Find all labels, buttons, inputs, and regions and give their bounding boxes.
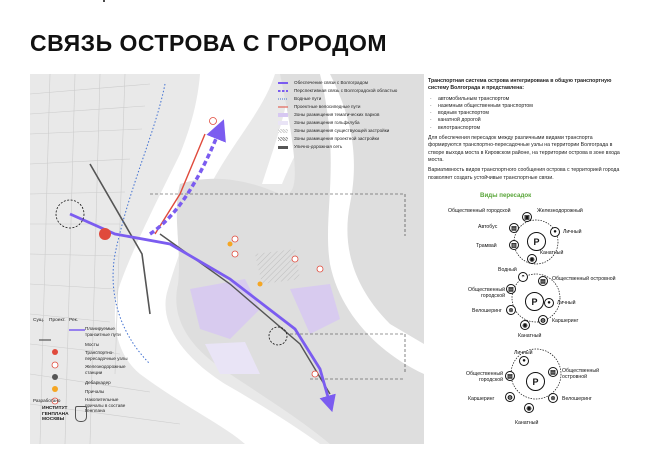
legend-row: Мосты	[85, 342, 100, 347]
legend-item-bike: Проектные велосипедные пути	[278, 104, 361, 109]
theme-park-zone	[290, 284, 340, 334]
existing-built-zone	[255, 249, 300, 284]
hub2-water-icon: ◓	[518, 272, 528, 282]
hub2-label: Личный	[557, 300, 576, 306]
hub2-center-parking: P	[525, 292, 544, 311]
hub2-island-transit-icon: ▤	[538, 276, 548, 286]
legend-row: Причалы	[85, 389, 105, 394]
institute-logo: ИНСТИТУТ ГЕНПЛАНА МОСКВЫ	[42, 406, 69, 423]
hub1-railway-icon: ▣	[522, 212, 532, 222]
hub3-label: Общественный городской	[465, 371, 503, 383]
golf-zone	[205, 342, 260, 374]
hub3-carshare-icon: ◍	[505, 392, 515, 402]
legend-row: Дебаркадер	[85, 380, 111, 385]
hub2-car-icon: ●	[544, 298, 554, 308]
hub3-center-parking: P	[526, 372, 545, 391]
hub2-carshare-icon: ◍	[538, 315, 548, 325]
legend-row: Планируемые транзитные пути	[85, 326, 121, 337]
legend-item-project: Зоны размещения проектной застройки	[278, 136, 379, 142]
legend-col-recommended: Рек.	[69, 318, 79, 323]
hub2-bikeshare-icon: ⊚	[506, 305, 516, 315]
hub2-label: Водный	[498, 267, 517, 273]
hub3-label: Личный	[514, 350, 533, 356]
hub3-car-icon: ●	[519, 356, 529, 366]
hub2-label: Общественный островной	[552, 276, 616, 282]
description-text: Транспортная система острова интегрирова…	[428, 78, 624, 185]
hub2-label: Велошеринг	[472, 308, 502, 314]
hub1-label: Канатный	[540, 250, 564, 256]
akhtuba-river	[320, 74, 424, 374]
hub3-label: Велошеринг	[562, 396, 592, 402]
hub3-island-transit-icon: ▤	[548, 367, 558, 377]
hub3-cable-icon: ◉	[524, 403, 534, 413]
hub1-label: Общественный городской	[448, 208, 511, 214]
bike-path	[154, 133, 206, 235]
hub1-car-icon: ●	[550, 227, 560, 237]
legend-col-existing: Сущ.	[33, 318, 45, 323]
list-item: велотранспортом	[428, 125, 624, 133]
transfer-types-heading: Виды пересадок	[480, 192, 532, 199]
legend-row: Накопительные причалы в составе Генплана	[85, 397, 126, 413]
list-item: автомобильным транспортом	[428, 96, 624, 104]
hub1-cable-icon: ◉	[527, 254, 537, 264]
main-link	[69, 212, 336, 413]
hub1-label: Трамвай	[476, 243, 497, 249]
hub1-bus-icon: ▤	[509, 223, 519, 233]
list-item: канатной дорогой	[428, 117, 624, 125]
coat-of-arms-icon	[75, 406, 87, 422]
legend-symbols	[39, 329, 85, 405]
hub2-label: Канатный	[518, 333, 542, 339]
footer-small-text: Разработано	[33, 398, 61, 403]
legend-item-existing: Зоны размещения существующей застройки	[278, 128, 389, 134]
legend-col-project: Проект.	[49, 318, 66, 323]
hub2-cable-icon: ◉	[520, 320, 530, 330]
page-title: СВЯЗЬ ОСТРОВА С ГОРОДОМ	[30, 30, 388, 56]
perspective-link	[149, 119, 226, 236]
river-volga	[114, 74, 320, 444]
legend-item-main-link: Обеспечение связи с Волгоградом	[278, 80, 368, 85]
legend-item-perspective-link: Перспективная связь с Волгоградской обла…	[278, 88, 398, 93]
paragraph-hubs: Для обеспечения пересадок между различны…	[428, 135, 620, 163]
paragraph-variability: Вариативность видов транспортного сообще…	[428, 167, 620, 181]
hub3-bikeshare-icon: ⊚	[548, 393, 558, 403]
hub2-label: Общественный городской	[467, 287, 505, 299]
hub3-label: Каршеринг	[468, 396, 495, 402]
hub3-city-transit-icon: ▤	[505, 371, 515, 381]
hub2-city-transit-icon: ▤	[506, 284, 516, 294]
legend-row: Железнодорожные станции	[85, 364, 126, 375]
hub1-label: Личный	[563, 229, 582, 235]
hub1-tram-icon: ▥	[509, 240, 519, 250]
transport-list: автомобильным транспортом наземным общес…	[428, 96, 624, 133]
list-item: наземным общественным транспортом	[428, 103, 624, 111]
legend-item-roads: Улично-дорожная сеть	[278, 144, 342, 150]
hub1-label: Автобус	[478, 224, 498, 230]
list-item: водным транспортом	[428, 110, 624, 118]
legend-item-water: Водные пути	[278, 96, 322, 101]
hub3-label: Общественный островной	[562, 368, 600, 380]
legend-item-theme-parks: Зоны размещения тематических парков	[278, 112, 379, 118]
legend-item-golf: Зоны размещения гольфклуба	[278, 120, 360, 126]
intro-text: Транспортная система острова интегрирова…	[428, 78, 612, 92]
hub3-label: Канатный	[515, 420, 539, 426]
hub1-center-parking: P	[527, 232, 546, 251]
hub1-label: Железнодорожный	[537, 208, 583, 214]
hub2-label: Каршеринг	[552, 318, 579, 324]
legend-row: Транспортно-пересадочные узлы	[85, 350, 128, 361]
island-map	[30, 74, 424, 444]
